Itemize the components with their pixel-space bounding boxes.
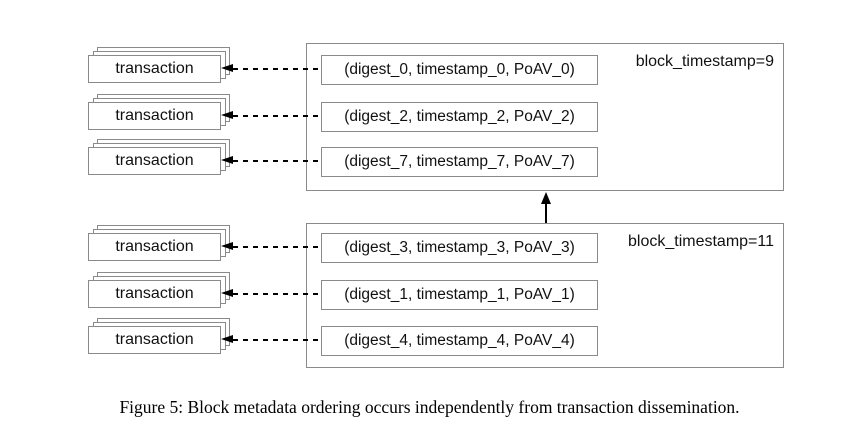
transaction-box: transaction	[88, 102, 221, 130]
tuple-digest-4: (digest_4, timestamp_4, PoAV_4)	[321, 326, 598, 356]
arrowhead-left-icon	[221, 241, 233, 250]
arrowhead-left-icon	[221, 334, 233, 343]
block-timestamp-11-label: block_timestamp=11	[628, 233, 774, 250]
transaction-box: transaction	[88, 233, 221, 261]
block-timestamp-9-label: block_timestamp=9	[635, 53, 774, 70]
dashed-arrow-line	[233, 160, 322, 162]
arrowhead-left-icon	[221, 288, 233, 297]
transaction-stack: transaction	[88, 94, 230, 130]
transaction-stack: transaction	[88, 47, 230, 83]
transaction-stack: transaction	[88, 225, 230, 261]
transaction-stack: transaction	[88, 318, 230, 354]
tuple-digest-2: (digest_2, timestamp_2, PoAV_2)	[321, 102, 598, 132]
dashed-arrow-line	[233, 68, 322, 70]
block-order-arrow-line	[545, 204, 547, 223]
dashed-arrow-line	[233, 115, 322, 117]
transaction-stack: transaction	[88, 139, 230, 175]
arrowhead-left-icon	[221, 110, 233, 119]
dashed-arrow-line	[233, 293, 322, 295]
transaction-box: transaction	[88, 326, 221, 354]
dashed-arrow-line	[233, 339, 322, 341]
tuple-digest-0: (digest_0, timestamp_0, PoAV_0)	[321, 55, 598, 85]
arrowhead-up-icon	[540, 192, 551, 204]
transaction-box: transaction	[88, 280, 221, 308]
transaction-box: transaction	[88, 55, 221, 83]
dashed-arrow-line	[233, 246, 322, 248]
tuple-digest-3: (digest_3, timestamp_3, PoAV_3)	[321, 233, 598, 263]
block-timestamp-11-container: block_timestamp=11 (digest_3, timestamp_…	[306, 223, 784, 368]
transaction-stack: transaction	[88, 272, 230, 308]
arrowhead-left-icon	[221, 155, 233, 164]
figure-caption: Figure 5: Block metadata ordering occurs…	[119, 397, 740, 417]
tuple-digest-7: (digest_7, timestamp_7, PoAV_7)	[321, 147, 598, 177]
transaction-box: transaction	[88, 147, 221, 175]
tuple-digest-1: (digest_1, timestamp_1, PoAV_1)	[321, 280, 598, 310]
block-timestamp-9-container: block_timestamp=9 (digest_0, timestamp_0…	[306, 43, 784, 191]
arrowhead-left-icon	[221, 63, 233, 72]
